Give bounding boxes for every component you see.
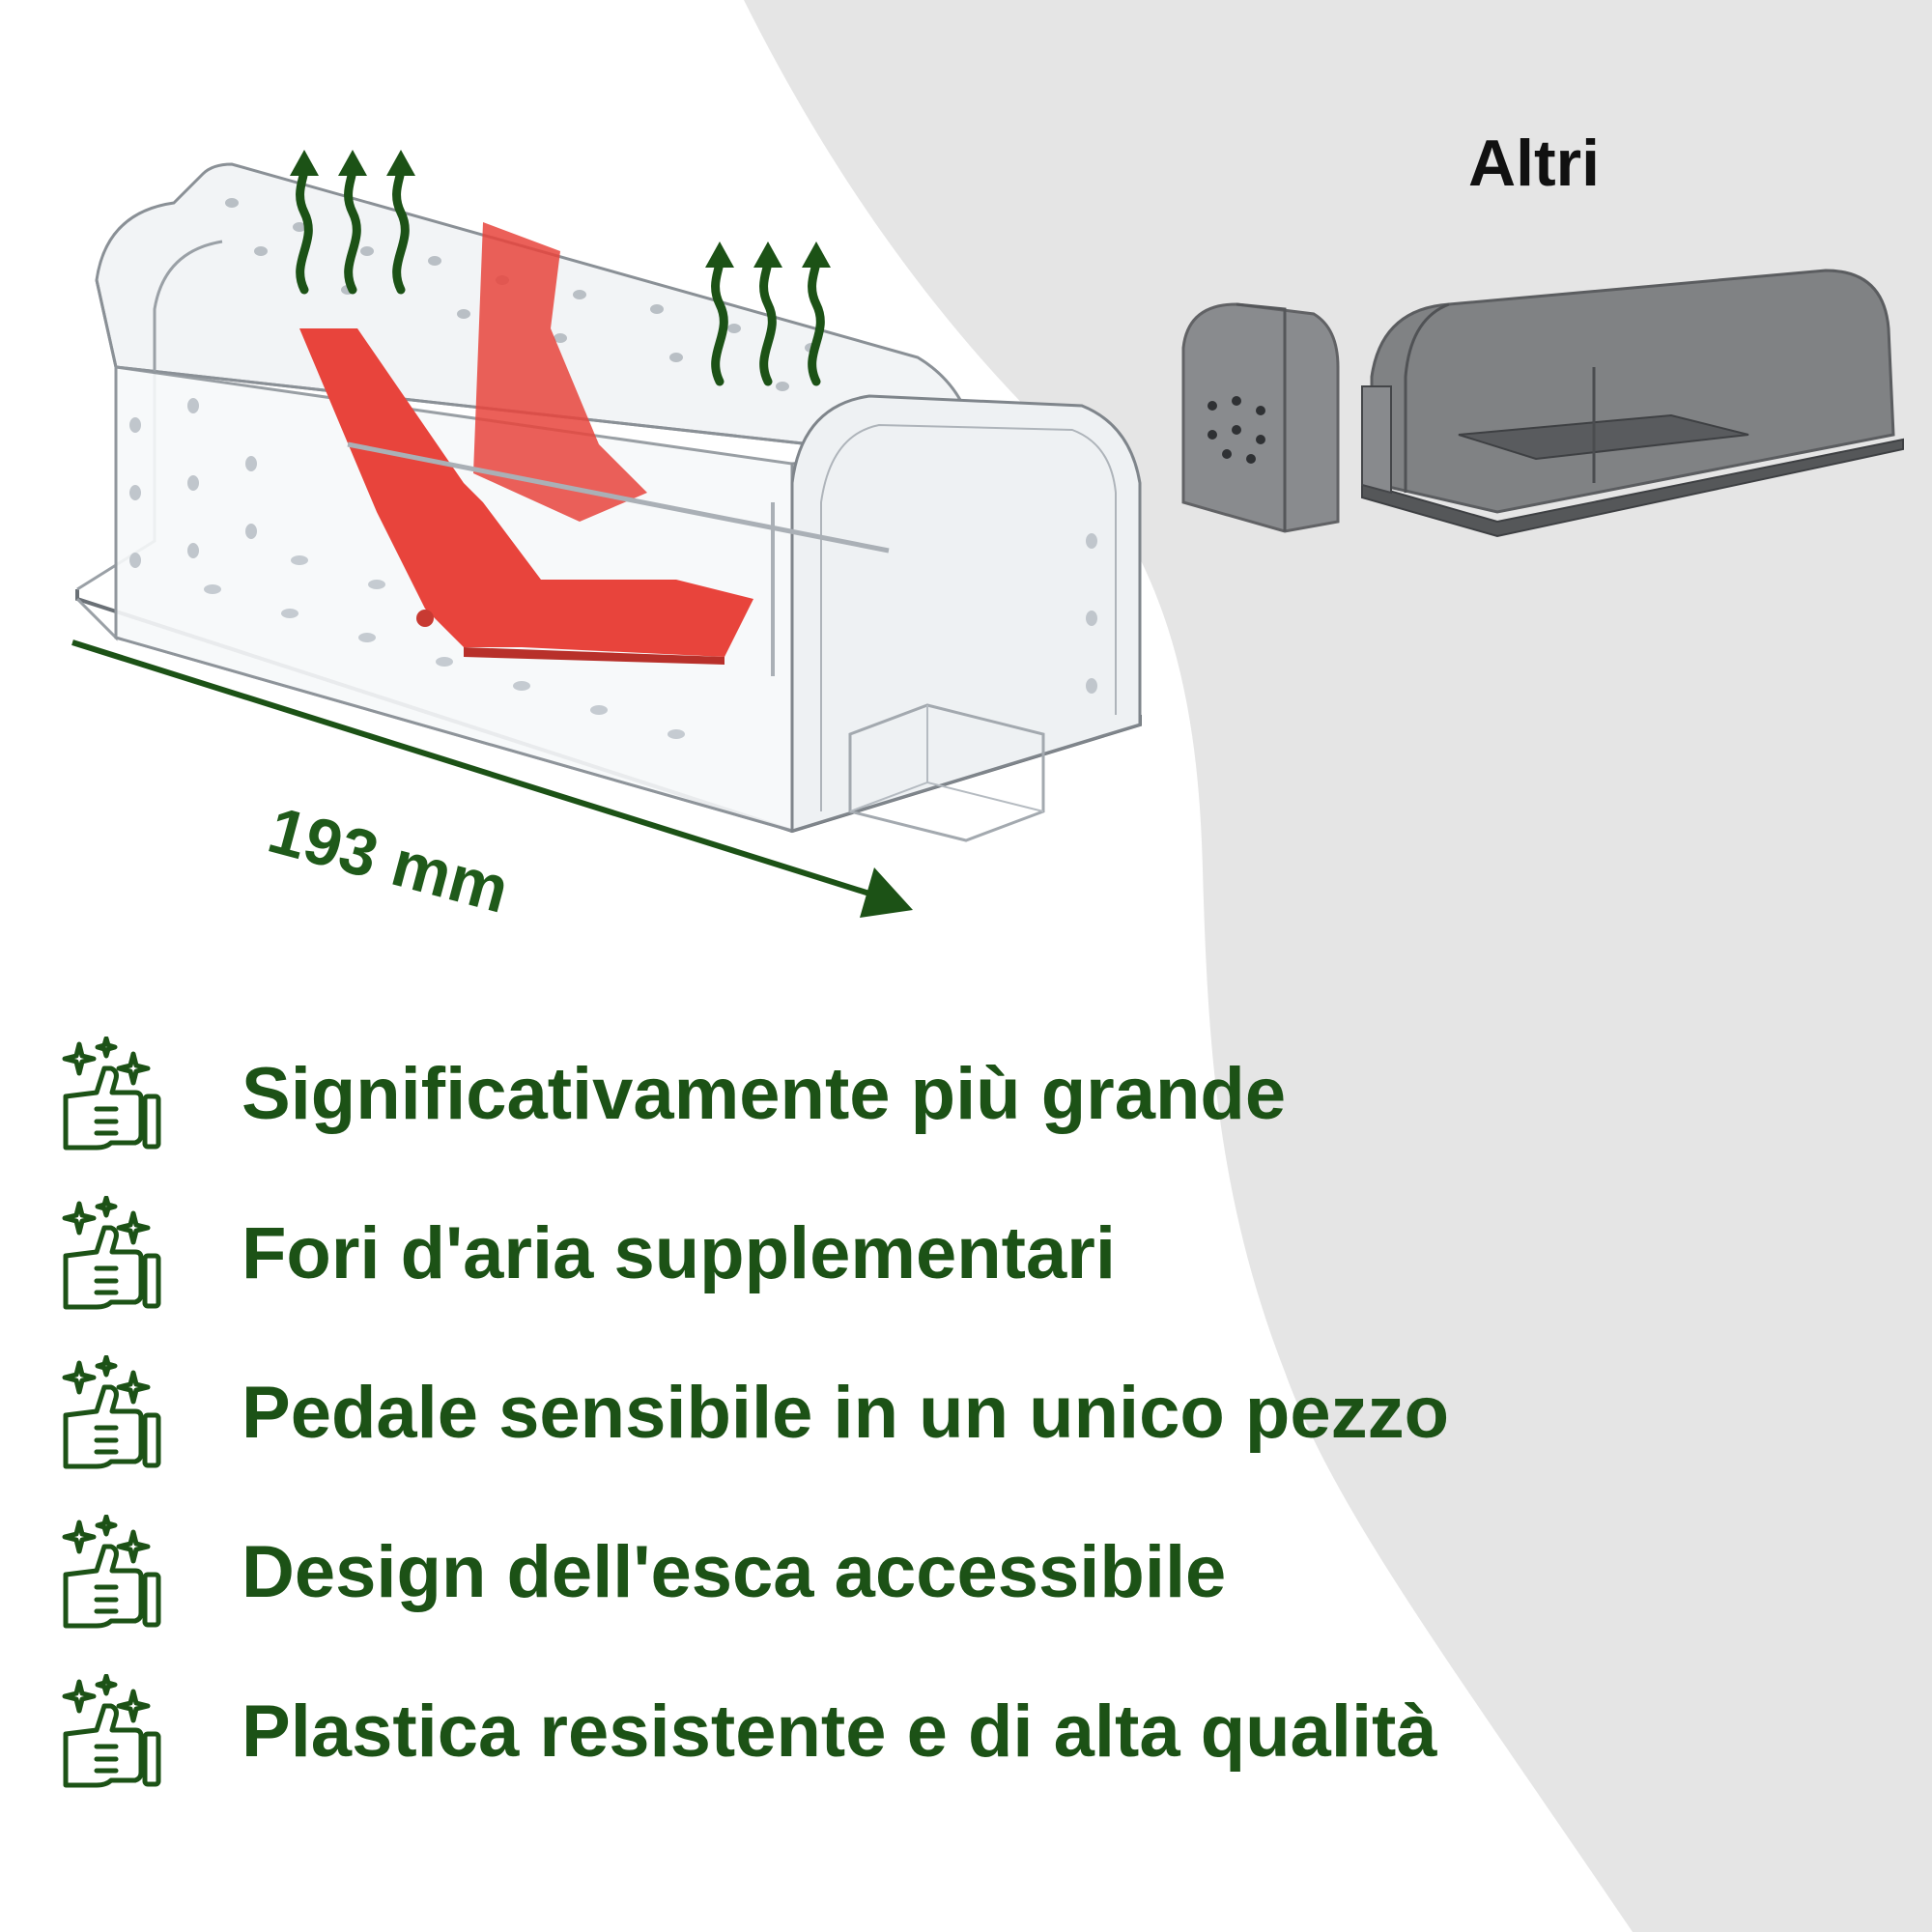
feature-item: Pedale sensibile in un unico pezzo xyxy=(58,1333,1507,1492)
dimension-arrow xyxy=(71,639,913,918)
feature-text: Design dell'esca accessibile xyxy=(242,1531,1227,1613)
comparison-title: Altri xyxy=(1468,127,1600,200)
feature-text: Plastica resistente e di alta qualità xyxy=(242,1690,1437,1773)
feature-text: Significativamente più grande xyxy=(242,1053,1287,1135)
feature-item: Significativamente più grande xyxy=(58,1014,1507,1174)
thumbs-up-sparkle-icon xyxy=(62,1036,161,1150)
air-flow-icon xyxy=(290,150,415,295)
air-flow-icon xyxy=(705,242,831,386)
feature-item: Plastica resistente e di alta qualità xyxy=(58,1652,1507,1811)
clear-trap-image xyxy=(75,162,1142,842)
thumbs-up-sparkle-icon xyxy=(62,1195,161,1309)
thumbs-up-sparkle-icon xyxy=(62,1673,161,1787)
red-pedal xyxy=(299,328,753,657)
feature-text: Pedale sensibile in un unico pezzo xyxy=(242,1372,1450,1454)
thumbs-up-sparkle-icon xyxy=(62,1514,161,1628)
feature-text: Fori d'aria supplementari xyxy=(242,1212,1116,1294)
feature-list: Significativamente più grande Fori d'ari… xyxy=(58,1014,1507,1811)
feature-item: Fori d'aria supplementari xyxy=(58,1174,1507,1333)
feature-item: Design dell'esca accessibile xyxy=(58,1492,1507,1652)
other-trap-image xyxy=(1181,269,1904,538)
thumbs-up-sparkle-icon xyxy=(62,1354,161,1468)
